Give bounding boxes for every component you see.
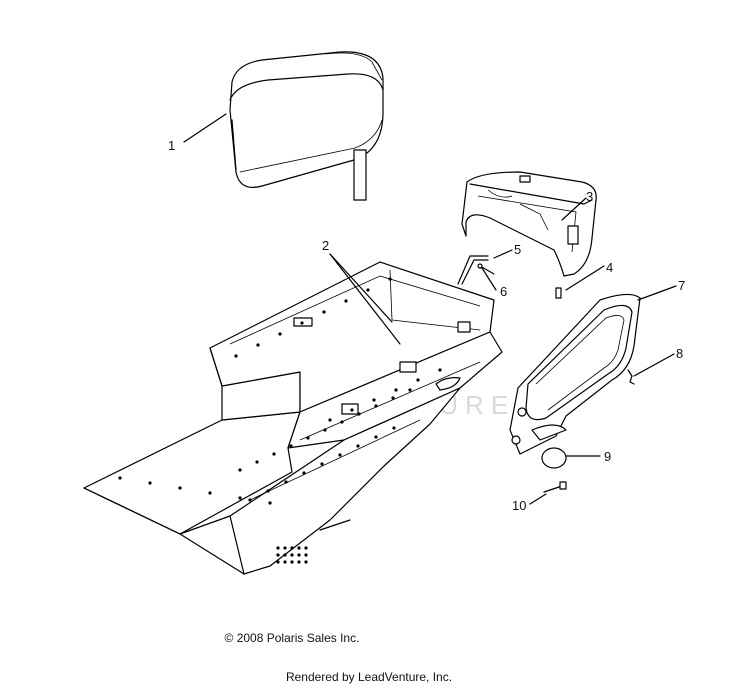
rivet-hole <box>374 404 378 408</box>
rivet-hole <box>304 553 308 557</box>
pin-part[interactable] <box>477 263 495 275</box>
rivet-hole <box>306 436 310 440</box>
copyright-notice: © 2008 Polaris Sales Inc. <box>224 631 360 645</box>
rivet-hole <box>234 354 238 358</box>
rivet-hole <box>304 546 308 550</box>
rivet-hole <box>290 546 294 550</box>
bolt-part[interactable] <box>543 481 567 493</box>
callout-8: 8 <box>676 346 683 361</box>
rivet-hole <box>344 299 348 303</box>
rivet-hole <box>238 468 242 472</box>
rivet-hole <box>255 460 259 464</box>
plug-part[interactable] <box>541 447 567 469</box>
callout-10: 10 <box>512 498 526 513</box>
rivet-hole <box>356 444 360 448</box>
rivet-hole <box>278 332 282 336</box>
rivet-hole <box>290 560 294 564</box>
rivet-hole <box>290 553 294 557</box>
callout-5: 5 <box>514 242 521 257</box>
screw-part[interactable] <box>555 287 562 299</box>
rivet-hole <box>323 428 327 432</box>
leader-lines <box>183 113 677 505</box>
rivet-hole <box>289 444 293 448</box>
rivet-hole <box>322 310 326 314</box>
rivet-hole <box>297 560 301 564</box>
rivet-hole <box>388 277 392 281</box>
rivet-hole <box>297 546 301 550</box>
callout-1: 1 <box>168 138 175 153</box>
rivet-hole <box>178 486 182 490</box>
rendered-by-credit: Rendered by LeadVenture, Inc. <box>285 670 453 684</box>
rivet-hole <box>283 553 287 557</box>
rivet-hole <box>276 553 280 557</box>
callout-9: 9 <box>604 449 611 464</box>
rivet-hole <box>266 489 270 493</box>
rivet-hole <box>276 560 280 564</box>
rivet-hole <box>338 453 342 457</box>
rivet-hole <box>438 368 442 372</box>
rivet-hole <box>283 546 287 550</box>
rivet-hole <box>340 420 344 424</box>
callout-3: 3 <box>586 189 593 204</box>
rivet-hole <box>208 491 212 495</box>
rivet-hole <box>283 560 287 564</box>
latch-rod-part[interactable] <box>457 255 489 285</box>
callout-6: 6 <box>500 284 507 299</box>
rivet-hole <box>394 388 398 392</box>
rivet-hole <box>284 480 288 484</box>
rivet-hole <box>392 426 396 430</box>
callout-numbers: 1 2 3 4 5 6 7 8 9 10 <box>168 138 685 513</box>
rivet-hole <box>374 435 378 439</box>
rear-cover-part[interactable] <box>461 171 597 277</box>
side-panel-part[interactable] <box>509 293 641 455</box>
clip-part[interactable] <box>627 369 635 385</box>
rivet-hole <box>297 553 301 557</box>
seat-part[interactable] <box>229 51 384 201</box>
rivet-hole <box>302 471 306 475</box>
rivet-hole <box>276 546 280 550</box>
rivet-hole <box>256 343 260 347</box>
rivet-hole <box>366 288 370 292</box>
tunnel-rivet-holes <box>118 277 442 564</box>
rivet-hole <box>320 462 324 466</box>
rivet-hole <box>304 560 308 564</box>
rivet-hole <box>328 418 332 422</box>
rivet-hole <box>248 498 252 502</box>
rivet-hole <box>300 321 304 325</box>
rivet-hole <box>408 388 412 392</box>
rivet-hole <box>268 501 272 505</box>
callout-2: 2 <box>322 238 329 253</box>
callout-4: 4 <box>606 260 613 275</box>
rivet-hole <box>416 378 420 382</box>
rivet-hole <box>272 452 276 456</box>
rivet-hole <box>238 496 242 500</box>
rivet-hole <box>372 398 376 402</box>
rivet-hole <box>118 476 122 480</box>
rivet-hole <box>357 412 361 416</box>
rivet-hole <box>148 481 152 485</box>
rivet-hole <box>391 396 395 400</box>
rivet-hole <box>350 408 354 412</box>
callout-7: 7 <box>678 278 685 293</box>
